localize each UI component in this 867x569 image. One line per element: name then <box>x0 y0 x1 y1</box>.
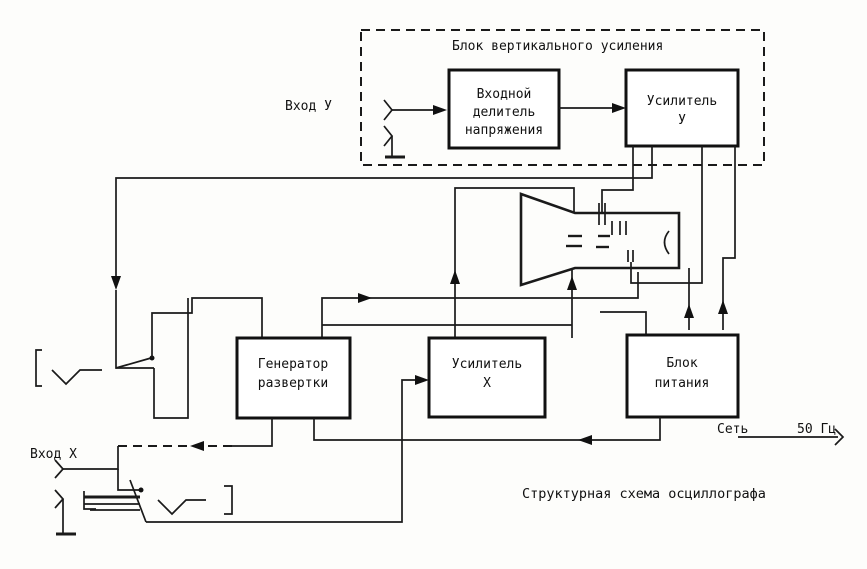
arrow-right-sweep <box>358 293 372 303</box>
input-y-jack-icon <box>383 99 394 121</box>
vertical-amplifier-group-border <box>360 29 765 166</box>
input-y-label: Вход У <box>285 99 332 114</box>
input-x-switch-wire <box>117 469 141 491</box>
arrow-up-amp-x <box>450 270 460 284</box>
amplifier-x-label-2: X <box>483 376 491 391</box>
sweep-to-crt-top-wire <box>321 272 639 338</box>
arrow-to-amp-x <box>415 375 429 385</box>
input-x-label: Вход X <box>30 447 77 462</box>
crt-screen-icon <box>663 230 670 255</box>
arrow-up-amp-y <box>718 300 728 314</box>
power-supply-label-2: питания <box>655 376 710 391</box>
input-x-jack-icon <box>54 459 65 479</box>
amp-y-to-crt-wire-1 <box>601 146 634 213</box>
mains-label: Сеть <box>717 422 748 437</box>
mains-frequency: 50 Гц <box>797 422 836 437</box>
input-divider-label-2: делитель <box>473 105 536 120</box>
sync-external-wire <box>153 298 189 419</box>
power-supply-block <box>625 333 740 419</box>
amplifier-y-label-1: Усилитель <box>647 94 717 109</box>
power-to-sweep-wire <box>313 417 661 441</box>
input-x-switch-contact <box>138 487 144 493</box>
arrow-left-power <box>578 435 592 445</box>
input-y-ground-icon <box>383 125 405 159</box>
mains-plug-icon <box>834 428 845 446</box>
input-divider-label-3: напряжения <box>465 123 543 138</box>
amp-y-to-sync-switch-wire <box>115 146 653 278</box>
sync-switch-blade <box>115 357 152 369</box>
sweep-generator-label-2: развертки <box>258 376 328 391</box>
sweep-generator-label-1: Генератор <box>258 357 329 372</box>
amplifier-x-label-1: Усилитель <box>452 357 522 372</box>
amplifier-x-block <box>427 336 547 419</box>
mode-switch-icon <box>83 479 233 523</box>
input-x-ground-icon <box>54 489 76 536</box>
sync-switch-wire <box>115 290 154 369</box>
diagram-caption: Структурная схема осциллографа <box>522 486 766 502</box>
amplifier-y-label-2: У <box>678 113 686 128</box>
amp-x-to-crt-wire-1 <box>454 187 575 338</box>
power-to-amp-y-wire <box>722 146 736 330</box>
crt-tube <box>519 192 681 287</box>
switch-to-amp-x-wire <box>146 379 418 523</box>
sync-external-terminal-icon <box>35 349 102 387</box>
sweep-output-wire <box>232 418 273 447</box>
sync-internal-wire <box>151 297 263 358</box>
arrow-up-crt <box>684 304 694 318</box>
arrow-to-divider <box>433 105 447 115</box>
input-divider-block <box>447 68 561 150</box>
arrow-up-amp-x-2 <box>567 276 577 290</box>
arrow-left-sweep <box>190 441 204 451</box>
arrow-down-sync <box>111 276 121 290</box>
power-supply-label-1: Блок <box>666 356 697 371</box>
arrow-to-amp-y <box>612 103 626 113</box>
amp-y-to-crt-wire-2 <box>630 146 703 284</box>
vertical-amplifier-group-title: Блок вертикального усиления <box>452 39 663 54</box>
input-divider-label-1: Входной <box>477 87 532 102</box>
power-feed-wire <box>600 311 647 338</box>
amplifier-y-block <box>624 68 740 148</box>
sweep-generator-block <box>235 336 352 420</box>
